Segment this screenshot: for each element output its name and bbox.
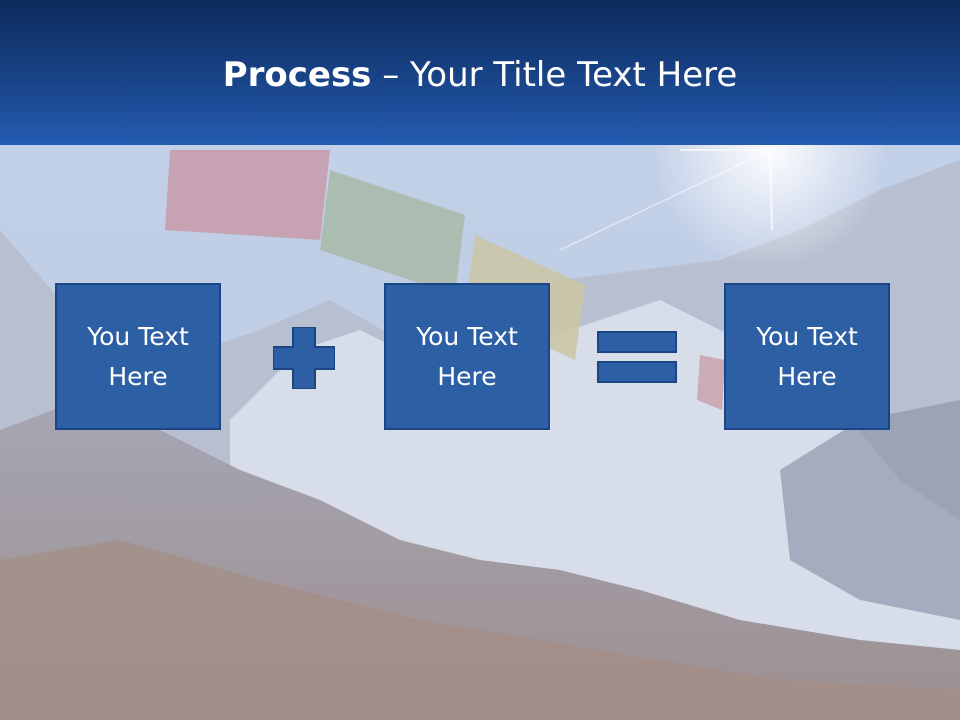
title-bar: Process – Your Title Text Here bbox=[0, 0, 960, 145]
text-box-3-label: You Text Here bbox=[756, 321, 858, 391]
text-box-2-label: You Text Here bbox=[416, 321, 518, 391]
plus-icon bbox=[273, 327, 335, 389]
slide-title: Process – Your Title Text Here bbox=[0, 52, 960, 98]
title-bold: Process bbox=[222, 55, 372, 95]
equals-icon bbox=[597, 331, 677, 383]
title-rest: – Your Title Text Here bbox=[371, 55, 738, 95]
text-box-2[interactable]: You Text Here bbox=[384, 283, 550, 430]
text-box-1-label: You Text Here bbox=[87, 321, 189, 391]
text-box-1[interactable]: You Text Here bbox=[55, 283, 221, 430]
text-box-3[interactable]: You Text Here bbox=[724, 283, 890, 430]
